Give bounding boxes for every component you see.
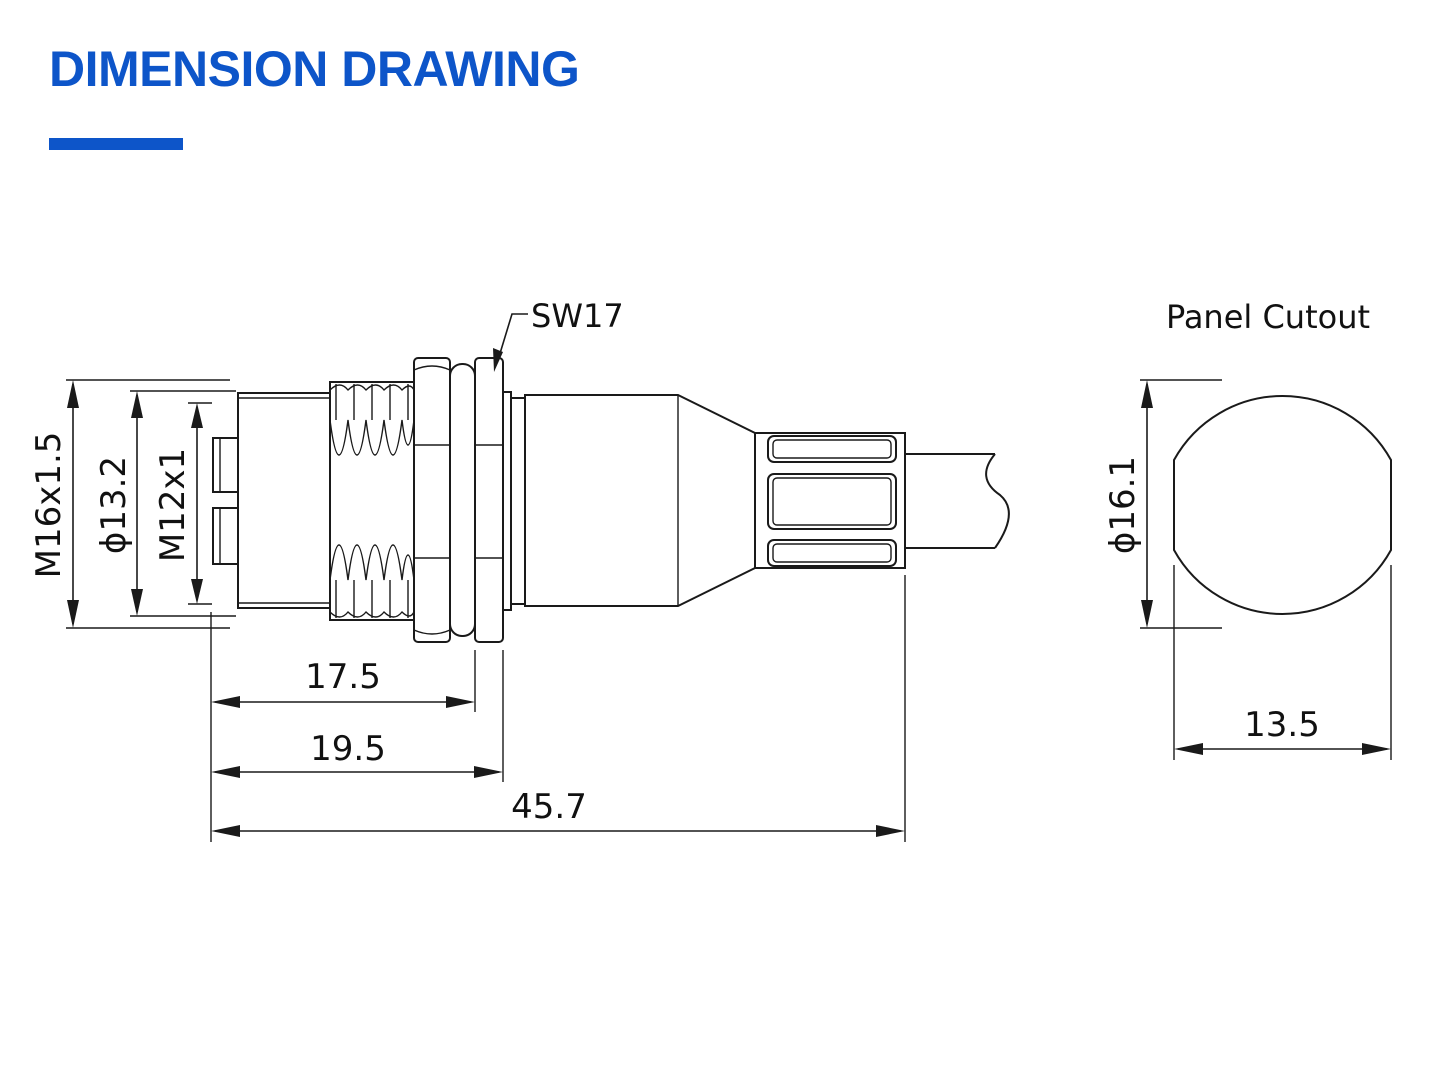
panel-cutout-title: Panel Cutout <box>1166 298 1370 336</box>
contact-pins <box>212 437 239 565</box>
flange <box>502 391 526 611</box>
connector-side-view <box>212 357 1010 643</box>
length-17-5-label: 17.5 <box>305 657 381 697</box>
thread-section <box>329 381 415 621</box>
width-13-5-label: 13.5 <box>1244 705 1320 745</box>
diameter-13-2-label: ϕ13.2 <box>94 456 134 554</box>
o-ring <box>449 363 476 637</box>
length-45-7-label: 45.7 <box>511 787 587 827</box>
sw17-label: SW17 <box>531 297 624 335</box>
diameter-dimensions-left: M16x1.5 ϕ13.2 M12x1 <box>29 379 236 629</box>
rear-housing <box>524 394 756 607</box>
m12-label: M12x1 <box>153 448 193 562</box>
hex-nut-front <box>413 357 451 643</box>
m16-label: M16x1.5 <box>29 432 69 579</box>
title-underline <box>49 138 183 150</box>
page-title: DIMENSION DRAWING <box>49 41 580 97</box>
length-19-5-label: 19.5 <box>310 729 386 769</box>
cable-grip <box>754 432 906 569</box>
length-dimensions: 17.5 19.5 45.7 <box>210 575 906 842</box>
cable <box>905 453 1010 549</box>
front-body <box>237 392 331 609</box>
diameter-16-1-label: ϕ16.1 <box>1103 456 1143 554</box>
hex-nut-rear <box>474 357 504 643</box>
panel-cutout: Panel Cutout ϕ16.1 13.5 <box>1103 298 1392 760</box>
sw17-callout: SW17 <box>493 297 624 372</box>
